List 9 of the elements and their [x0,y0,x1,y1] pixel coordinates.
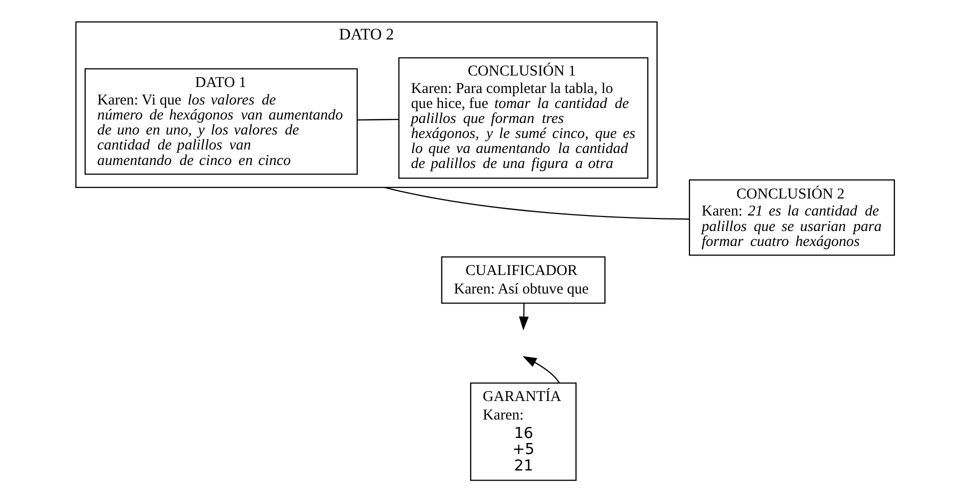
node-box: DATO 1 Karen: Vi que los valores de número de hexágonos van aumentando de uno en uno, y los valores de cantidad de palillos van aumentando de cinco en cinco [84,68,358,175]
node-box: CONCLUSIÓN 2 Karen: 21 es la cantidad de palillos que se usarian para formar cuatro hexágonos [688,179,895,256]
arrow [522,356,560,384]
node-box: GARANTÍA Karen: 16 +5 21 [470,382,577,481]
node-box: CONCLUSIÓN 1 Karen: Para completar la tabla, lo que hice, fue tomar la cantidad de palillos que forman tres hexágonos, y le sumé cinco, que es lo que va aumentando la cantidad de palillos de una figura a otra [398,57,648,179]
arrow [518,303,529,330]
node-box: CUALIFICADOR Karen: Así obtuve que [441,256,606,304]
connector [384,186,690,220]
connector [357,118,399,120]
